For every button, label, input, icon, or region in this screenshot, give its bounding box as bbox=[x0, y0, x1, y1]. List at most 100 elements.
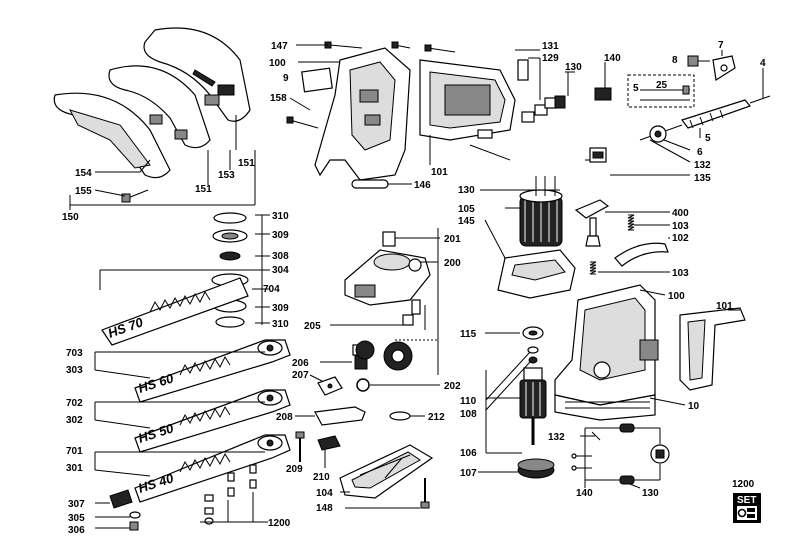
label-155: 155 bbox=[75, 186, 92, 197]
gearbox-cover-104 bbox=[339, 444, 434, 499]
label-148: 148 bbox=[316, 503, 333, 514]
label-115: 115 bbox=[460, 329, 477, 340]
housing-half-101 bbox=[419, 59, 516, 141]
label-158: 158 bbox=[270, 93, 287, 104]
label-4: 4 bbox=[760, 58, 766, 69]
plate-208 bbox=[314, 406, 411, 426]
stator-105 bbox=[519, 189, 563, 247]
label-140b: 140 bbox=[576, 488, 593, 499]
label-400: 400 bbox=[672, 208, 689, 219]
label-212: 212 bbox=[428, 412, 445, 423]
label-310a: 310 bbox=[272, 211, 289, 222]
label-8: 8 bbox=[672, 55, 678, 66]
label-101a: 101 bbox=[431, 167, 448, 178]
label-310b: 310 bbox=[272, 319, 289, 330]
label-154: 154 bbox=[75, 168, 92, 179]
label-129: 129 bbox=[542, 53, 559, 64]
switch-140 bbox=[589, 87, 612, 163]
set-badge-text: SET bbox=[737, 495, 756, 506]
blade-end-cap bbox=[109, 489, 141, 531]
label-104: 104 bbox=[316, 488, 333, 499]
label-305: 305 bbox=[68, 513, 85, 524]
cable-clamp bbox=[687, 55, 736, 81]
label-309a: 309 bbox=[272, 230, 289, 241]
label-130c: 130 bbox=[642, 488, 659, 499]
housing-half-100 bbox=[301, 47, 411, 181]
label-108: 108 bbox=[460, 409, 477, 420]
label-701: 701 bbox=[66, 446, 83, 457]
label-151b: 151 bbox=[195, 184, 212, 195]
label-304: 304 bbox=[272, 265, 289, 276]
gears-206 bbox=[352, 340, 413, 371]
label-9: 9 bbox=[283, 73, 289, 84]
label-151a: 151 bbox=[238, 158, 255, 169]
label-201: 201 bbox=[444, 234, 461, 245]
label-140a: 140 bbox=[604, 53, 621, 64]
spring-103 bbox=[589, 214, 635, 275]
gearbox-200 bbox=[344, 231, 431, 330]
label-135: 135 bbox=[694, 173, 711, 184]
label-130b: 130 bbox=[458, 185, 475, 196]
connecting-rod-207 bbox=[317, 376, 343, 396]
label-209: 209 bbox=[286, 464, 303, 475]
brush-parts bbox=[477, 59, 566, 139]
label-308: 308 bbox=[272, 251, 289, 262]
small-parts-1200 bbox=[204, 464, 257, 525]
label-309b: 309 bbox=[272, 303, 289, 314]
label-301: 301 bbox=[66, 463, 83, 474]
label-1200b: 1200 bbox=[732, 479, 755, 490]
label-206: 206 bbox=[292, 358, 309, 369]
cable-detail-box bbox=[627, 74, 695, 108]
screw-148 bbox=[420, 478, 430, 509]
label-200: 200 bbox=[444, 258, 461, 269]
label-5a: 5 bbox=[633, 83, 639, 94]
label-132a: 132 bbox=[694, 160, 711, 171]
label-1200a: 1200 bbox=[268, 518, 291, 529]
label-303: 303 bbox=[66, 365, 83, 376]
label-130a: 130 bbox=[565, 62, 582, 73]
label-103b: 103 bbox=[672, 268, 689, 279]
label-307: 307 bbox=[68, 499, 85, 510]
circlip-202 bbox=[356, 378, 370, 392]
motor-mount-145 bbox=[497, 249, 576, 299]
label-107: 107 bbox=[460, 468, 477, 479]
label-210: 210 bbox=[313, 472, 330, 483]
label-103a: 103 bbox=[672, 221, 689, 232]
label-207: 207 bbox=[292, 370, 309, 381]
label-147: 147 bbox=[271, 41, 288, 52]
armature-106 bbox=[517, 326, 555, 479]
label-702: 702 bbox=[66, 398, 83, 409]
hand-guard-assembly bbox=[53, 27, 251, 203]
label-5b: 5 bbox=[705, 133, 711, 144]
set-badge-icon: SET bbox=[733, 493, 761, 523]
assembled-housing bbox=[554, 284, 746, 421]
label-703: 703 bbox=[66, 348, 83, 359]
label-110: 110 bbox=[460, 396, 477, 407]
strain-relief bbox=[649, 125, 667, 143]
label-146: 146 bbox=[414, 180, 431, 191]
clip-210 bbox=[317, 435, 341, 451]
label-131: 131 bbox=[542, 41, 559, 52]
label-306: 306 bbox=[68, 525, 85, 536]
label-105: 105 bbox=[458, 204, 475, 215]
label-208: 208 bbox=[276, 412, 293, 423]
label-100b: 100 bbox=[668, 291, 685, 302]
label-704: 704 bbox=[263, 284, 280, 295]
label-101b: 101 bbox=[716, 301, 733, 312]
label-202: 202 bbox=[444, 381, 461, 392]
label-25: 25 bbox=[656, 80, 668, 91]
label-302: 302 bbox=[66, 415, 83, 426]
screw-209 bbox=[295, 431, 305, 462]
label-6: 6 bbox=[697, 147, 703, 158]
label-10: 10 bbox=[688, 401, 700, 412]
handle-bar-102 bbox=[614, 242, 669, 267]
label-145: 145 bbox=[458, 216, 475, 227]
label-7: 7 bbox=[718, 40, 724, 51]
label-205: 205 bbox=[304, 321, 321, 332]
label-100a: 100 bbox=[269, 58, 286, 69]
label-106: 106 bbox=[460, 448, 477, 459]
label-132b: 132 bbox=[548, 432, 565, 443]
label-102: 102 bbox=[672, 233, 689, 244]
trigger-lever-400 bbox=[574, 199, 610, 247]
